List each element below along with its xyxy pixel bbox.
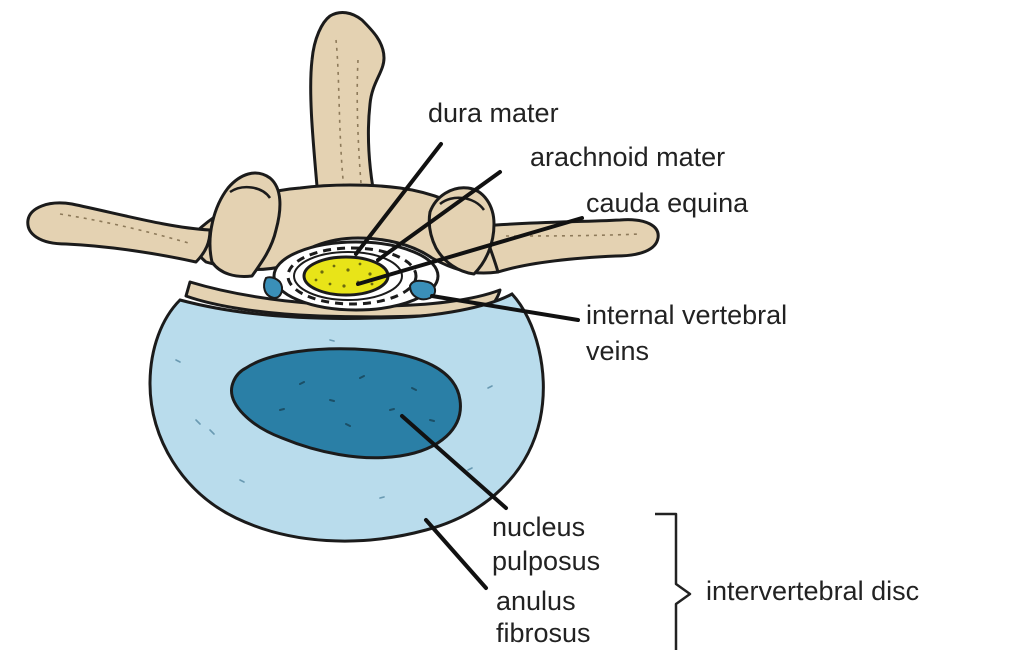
left-transverse-process: [28, 203, 210, 262]
leader-anulus-fibrosus: [426, 520, 486, 588]
cauda-equina: [304, 257, 388, 295]
label-dura-mater: dura mater: [428, 98, 559, 128]
label-nucleus-pulposus-line1: nucleus: [492, 512, 585, 542]
label-internal-vertebral-veins-line2: veins: [586, 336, 649, 366]
label-anulus-fibrosus-line2: fibrosus: [496, 618, 591, 648]
label-arachnoid-mater: arachnoid mater: [530, 142, 725, 172]
label-intervertebral-disc: intervertebral disc: [706, 576, 919, 606]
intervertebral-disc-drawing: [150, 294, 543, 541]
spinous-process: [311, 13, 384, 205]
right-transverse-process: [482, 220, 658, 272]
left-internal-vertebral-vein: [264, 277, 282, 298]
intervertebral-disc-bracket: [655, 514, 690, 650]
label-internal-vertebral-veins-line1: internal vertebral: [586, 300, 787, 330]
label-cauda-equina: cauda equina: [586, 188, 749, 218]
label-anulus-fibrosus-line1: anulus: [496, 586, 576, 616]
label-nucleus-pulposus-line2: pulposus: [492, 546, 600, 576]
